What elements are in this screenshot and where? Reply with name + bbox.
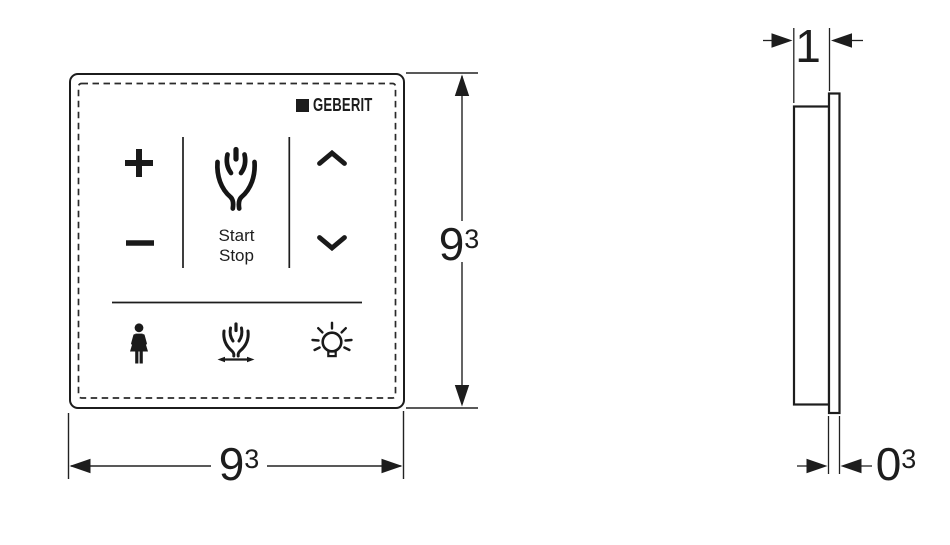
side-view-body bbox=[792, 105, 831, 406]
start-label: Start bbox=[218, 226, 255, 245]
lightbulb-icon bbox=[311, 321, 353, 358]
width-dimension-label: 93 bbox=[211, 441, 267, 487]
glass-sup: 3 bbox=[901, 444, 917, 474]
depth-value: 1 bbox=[795, 20, 821, 72]
height-value: 9 bbox=[438, 218, 465, 270]
width-value: 9 bbox=[218, 438, 245, 490]
stop-label: Stop bbox=[219, 246, 254, 265]
square-logo-icon bbox=[296, 98, 309, 112]
width-dimension-lines bbox=[67, 411, 405, 479]
depth-dimension-lines bbox=[763, 28, 863, 103]
oscillating-spray-icon bbox=[217, 322, 255, 363]
chevron-up-icon bbox=[317, 150, 347, 166]
spray-icon bbox=[215, 146, 257, 211]
side-view-glass-plate bbox=[827, 92, 841, 415]
brand-logo: GEBERIT bbox=[296, 95, 394, 115]
height-dimension-lines bbox=[406, 72, 478, 409]
height-sup: 3 bbox=[464, 224, 480, 254]
start-stop-label: Start Stop bbox=[205, 226, 268, 266]
chevron-down-icon bbox=[317, 235, 347, 251]
height-dimension-label: 93 bbox=[430, 221, 488, 267]
panel-dashed-border bbox=[77, 82, 397, 399]
panel-divider-lines bbox=[112, 137, 362, 304]
control-panel-side-view bbox=[792, 92, 841, 415]
minus-icon bbox=[126, 240, 154, 246]
brand-name: GEBERIT bbox=[313, 95, 373, 115]
glass-thickness-dimension-lines bbox=[797, 416, 872, 474]
lady-spray-icon bbox=[130, 323, 148, 364]
glass-thickness-dimension-label: 03 bbox=[867, 441, 925, 487]
plus-icon bbox=[125, 149, 153, 177]
width-sup: 3 bbox=[244, 444, 260, 474]
glass-value: 0 bbox=[875, 438, 902, 490]
depth-dimension-label: 1 bbox=[786, 23, 830, 69]
